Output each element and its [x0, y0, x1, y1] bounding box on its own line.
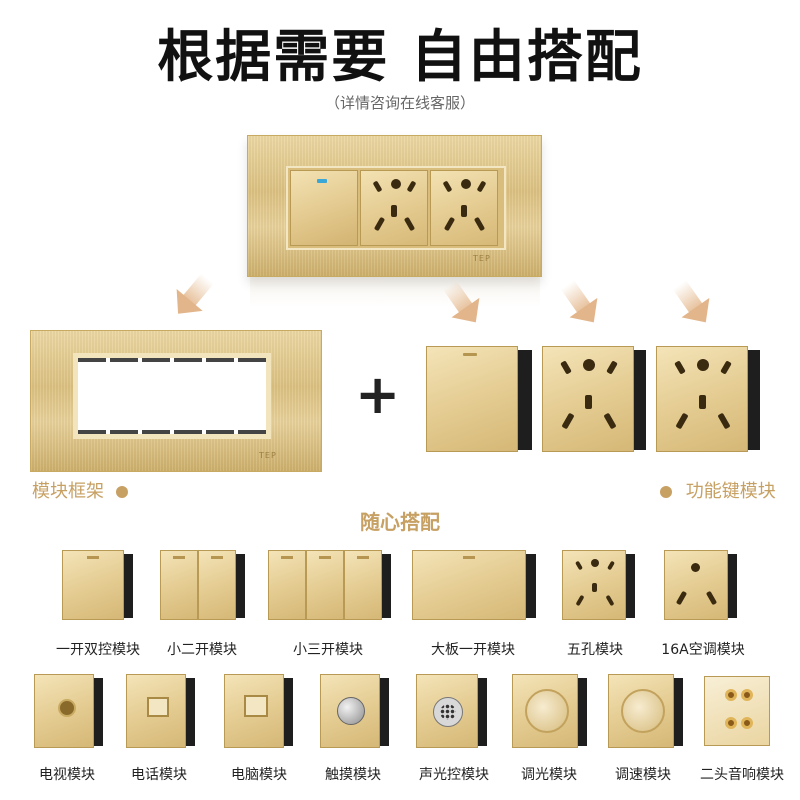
page-subtitle: （详情咨询在线客服）: [324, 94, 475, 112]
module-label: 电视模块: [39, 767, 95, 783]
dimmer-knob-icon: [525, 689, 569, 733]
indicator-slot-icon: [463, 353, 477, 356]
speed-knob-icon: [621, 689, 665, 733]
speaker-terminal-icon: [725, 689, 737, 701]
module-label: 小三开模块: [293, 642, 363, 658]
panel-switch-key: [290, 170, 358, 246]
arrow-down-right-icon: [560, 280, 592, 314]
page-title: 根据需要 自由搭配: [157, 25, 643, 90]
assembled-panel: TEP: [247, 135, 542, 277]
arrow-down-right-icon: [672, 280, 704, 314]
speaker-terminal-icon: [741, 689, 753, 701]
module-back: [518, 350, 532, 450]
five-hole-module: [542, 346, 634, 452]
module-label: 一开双控模块: [56, 642, 140, 658]
module-label: 电话模块: [131, 767, 187, 783]
module-label: 二头音响模块: [700, 767, 784, 783]
module-tv: [34, 674, 104, 750]
module-telephone: [126, 674, 196, 750]
module-label: 五孔模块: [567, 642, 623, 658]
section-title: 随心搭配: [360, 510, 440, 534]
module-label: 电脑模块: [231, 767, 287, 783]
module-label: 大板一开模块: [431, 642, 515, 658]
module-label: 小二开模块: [167, 642, 237, 658]
speaker-terminal-icon: [741, 717, 753, 729]
module-label: 调光模块: [521, 767, 577, 783]
module-sound-light-control: [416, 674, 488, 750]
module-computer: [224, 674, 294, 750]
module-large-one-gang: [412, 550, 538, 620]
module-speed-control: [608, 674, 686, 750]
function-modules-label: 功能键模块: [660, 477, 776, 503]
microphone-grille-icon: [433, 697, 463, 727]
module-label: 声光控模块: [419, 767, 489, 783]
touch-button-icon: [337, 697, 365, 725]
indicator-light-icon: [317, 179, 327, 183]
arrow-down-left-icon: [182, 273, 214, 307]
brand-logo: TEP: [473, 254, 491, 263]
panel-reflection: [250, 277, 540, 307]
bullet-dot-icon: [115, 486, 128, 498]
module-dimmer: [512, 674, 590, 750]
module-16a-air-conditioner: [664, 550, 740, 620]
plus-icon: +: [355, 363, 401, 426]
module-back: [748, 350, 760, 450]
module-label: 调速模块: [615, 767, 671, 783]
module-touch: [320, 674, 390, 750]
module-label: 触摸模块: [325, 767, 381, 783]
module-five-hole: [562, 550, 638, 620]
frame-label: 模块框架: [32, 477, 128, 503]
brand-logo: TEP: [259, 451, 277, 460]
module-back: [634, 350, 646, 450]
bullet-dot-icon: [660, 486, 672, 498]
panel-inner-frame: [286, 166, 506, 250]
module-two-speaker-terminal: [704, 676, 776, 748]
five-hole-module: [656, 346, 748, 452]
module-label: 16A空调模块: [661, 642, 745, 658]
switch-module: [426, 346, 518, 452]
module-small-three-gang: [268, 550, 392, 620]
module-frame: TEP: [30, 330, 322, 472]
frame-window: [73, 353, 271, 439]
panel-socket-2: [430, 170, 498, 246]
module-one-gang-two-way: [62, 550, 133, 620]
panel-socket-1: [360, 170, 428, 246]
speaker-terminal-icon: [725, 717, 737, 729]
module-small-two-gang: [160, 550, 246, 620]
